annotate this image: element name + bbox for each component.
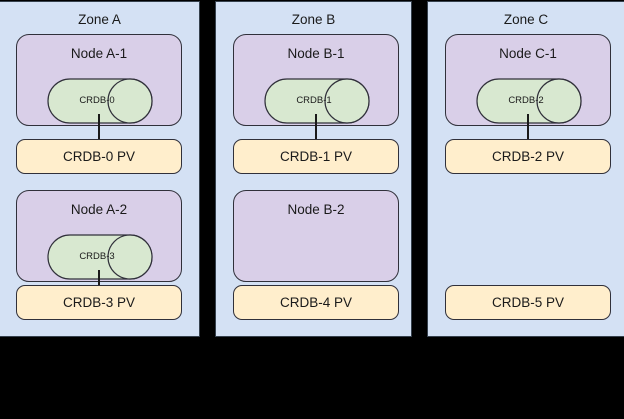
node-title-a-2: Node A-2 <box>70 202 128 217</box>
node-box-b-2[interactable]: Node B-2 <box>233 190 399 282</box>
node-title-c-1: Node C-1 <box>499 46 557 61</box>
pv-box-crdb-0[interactable]: CRDB-0 PV <box>16 139 182 174</box>
cylinder-label-crdb-2: CRDB-2 <box>508 95 544 106</box>
connector-crdb-0 <box>98 114 100 140</box>
node-title-b-2: Node B-2 <box>287 202 345 217</box>
connector-crdb-3 <box>98 270 100 296</box>
pv-label-crdb-5: CRDB-5 PV <box>491 294 564 310</box>
zone-panel-a[interactable]: Zone A Node A-1 CRDB-0 CRDB-0 PV Node A-… <box>0 1 200 337</box>
cylinder-label-crdb-1: CRDB-1 <box>296 95 332 106</box>
node-box-c-1[interactable]: Node C-1 CRDB-2 <box>445 34 611 126</box>
zone-title-c: Zone C <box>503 12 549 27</box>
zone-title-b: Zone B <box>291 12 336 27</box>
node-box-a-1[interactable]: Node A-1 CRDB-0 <box>16 34 182 126</box>
connector-crdb-1 <box>315 114 317 140</box>
node-title-a-1: Node A-1 <box>70 46 128 61</box>
zone-panel-b[interactable]: Zone B Node B-1 CRDB-1 CRDB-1 PV Node B-… <box>215 1 412 337</box>
pv-box-crdb-1[interactable]: CRDB-1 PV <box>233 139 399 174</box>
node-box-a-2[interactable]: Node A-2 CRDB-3 <box>16 190 182 282</box>
pv-label-crdb-0: CRDB-0 PV <box>62 148 135 164</box>
pv-box-crdb-5[interactable]: CRDB-5 PV <box>445 285 611 320</box>
pv-label-crdb-1: CRDB-1 PV <box>279 148 352 164</box>
pv-label-crdb-4: CRDB-4 PV <box>279 294 352 310</box>
pv-box-crdb-2[interactable]: CRDB-2 PV <box>445 139 611 174</box>
node-box-b-1[interactable]: Node B-1 CRDB-1 <box>233 34 399 126</box>
pv-label-crdb-2: CRDB-2 PV <box>491 148 564 164</box>
node-title-b-1: Node B-1 <box>287 46 345 61</box>
pv-label-crdb-3: CRDB-3 PV <box>62 294 135 310</box>
cylinder-label-crdb-3: CRDB-3 <box>79 251 115 262</box>
connector-crdb-2 <box>527 114 529 140</box>
pv-box-crdb-3[interactable]: CRDB-3 PV <box>16 285 182 320</box>
pv-box-crdb-4[interactable]: CRDB-4 PV <box>233 285 399 320</box>
cylinder-label-crdb-0: CRDB-0 <box>79 95 115 106</box>
zone-title-a: Zone A <box>78 12 121 27</box>
zone-panel-c[interactable]: Zone C Node C-1 CRDB-2 CRDB-2 PV CRDB-5 … <box>427 1 624 337</box>
